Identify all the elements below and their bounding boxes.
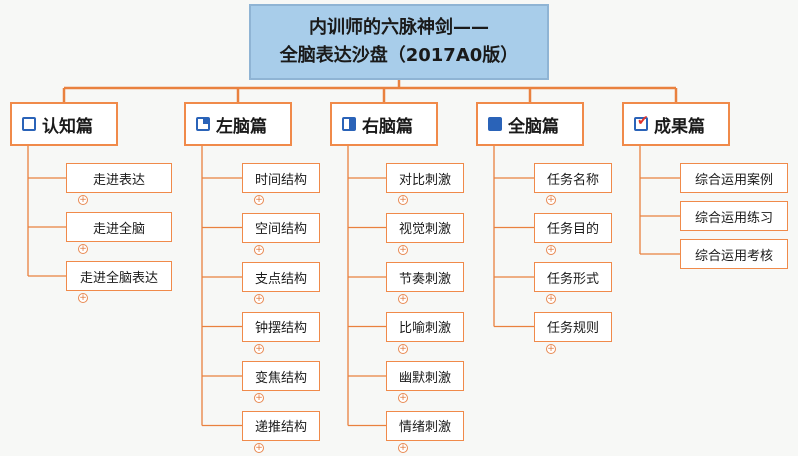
half-filled-square-icon (342, 117, 356, 131)
expand-plus-icon[interactable]: + (398, 343, 408, 354)
expand-plus-icon[interactable]: + (398, 442, 408, 453)
topic-node[interactable]: 比喻刺激 (386, 311, 464, 342)
topic-node[interactable]: 综合运用考核 (680, 239, 788, 269)
expand-plus-icon[interactable]: + (254, 442, 264, 453)
category-label: 认知篇 (42, 116, 93, 137)
topic-node[interactable]: 钟摆结构 (242, 311, 320, 342)
topic-node[interactable]: 任务目的 (534, 212, 612, 243)
category-left-brain[interactable]: 左脑篇 (184, 102, 292, 146)
topic-node[interactable]: 支点结构 (242, 262, 320, 292)
expand-plus-icon[interactable]: + (546, 343, 556, 354)
category-label: 成果篇 (654, 116, 705, 137)
expand-plus-icon[interactable]: + (254, 393, 264, 403)
category-results[interactable]: ✔ 成果篇 (622, 102, 730, 146)
topic-node[interactable]: 综合运用练习 (680, 201, 788, 231)
topic-node[interactable]: 任务名称 (534, 163, 612, 193)
root-topic[interactable]: 内训师的六脉神剑—— 全脑表达沙盘（2017A0版） (249, 4, 549, 80)
topic-node[interactable]: 走进全脑 (66, 212, 172, 242)
topic-node[interactable]: 对比刺激 (386, 163, 464, 193)
expand-plus-icon[interactable]: + (546, 244, 556, 255)
topic-node[interactable]: 情绪刺激 (386, 410, 464, 441)
expand-plus-icon[interactable]: + (254, 294, 264, 304)
topic-node[interactable]: 节奏刺激 (386, 262, 464, 292)
expand-plus-icon[interactable]: + (546, 294, 556, 304)
expand-plus-icon[interactable]: + (398, 294, 408, 304)
topic-node[interactable]: 走进全脑表达 (66, 261, 172, 291)
root-title-line2: 全脑表达沙盘（2017A0版） (279, 45, 519, 66)
category-whole-brain[interactable]: 全脑篇 (476, 102, 584, 146)
expand-plus-icon[interactable]: + (546, 195, 556, 205)
topic-node[interactable]: 任务规则 (534, 311, 612, 342)
expand-plus-icon[interactable]: + (254, 195, 264, 205)
topic-node[interactable]: 幽默刺激 (386, 361, 464, 391)
topic-node[interactable]: 视觉刺激 (386, 212, 464, 243)
filled-square-icon (488, 117, 502, 131)
expand-plus-icon[interactable]: + (254, 343, 264, 354)
category-right-brain[interactable]: 右脑篇 (330, 102, 438, 146)
topic-node[interactable]: 走进表达 (66, 163, 172, 193)
category-label: 右脑篇 (362, 116, 413, 137)
expand-plus-icon[interactable]: + (398, 195, 408, 205)
expand-plus-icon[interactable]: + (78, 195, 88, 205)
expand-plus-icon[interactable]: + (398, 393, 408, 403)
top-right-filled-square-icon (196, 117, 210, 131)
expand-plus-icon[interactable]: + (254, 244, 264, 255)
category-cognition[interactable]: 认知篇 (10, 102, 118, 146)
empty-square-icon (22, 117, 36, 131)
expand-plus-icon[interactable]: + (78, 293, 88, 303)
expand-plus-icon[interactable]: + (78, 244, 88, 254)
checked-box-icon: ✔ (634, 114, 649, 131)
topic-node[interactable]: 递推结构 (242, 410, 320, 441)
topic-node[interactable]: 任务形式 (534, 262, 612, 292)
topic-node[interactable]: 综合运用案例 (680, 163, 788, 193)
topic-node[interactable]: 变焦结构 (242, 361, 320, 391)
category-label: 左脑篇 (216, 116, 267, 137)
root-title-line1: 内训师的六脉神剑—— (309, 17, 489, 38)
category-label: 全脑篇 (508, 116, 559, 137)
topic-node[interactable]: 时间结构 (242, 163, 320, 193)
expand-plus-icon[interactable]: + (398, 244, 408, 255)
topic-node[interactable]: 空间结构 (242, 212, 320, 243)
